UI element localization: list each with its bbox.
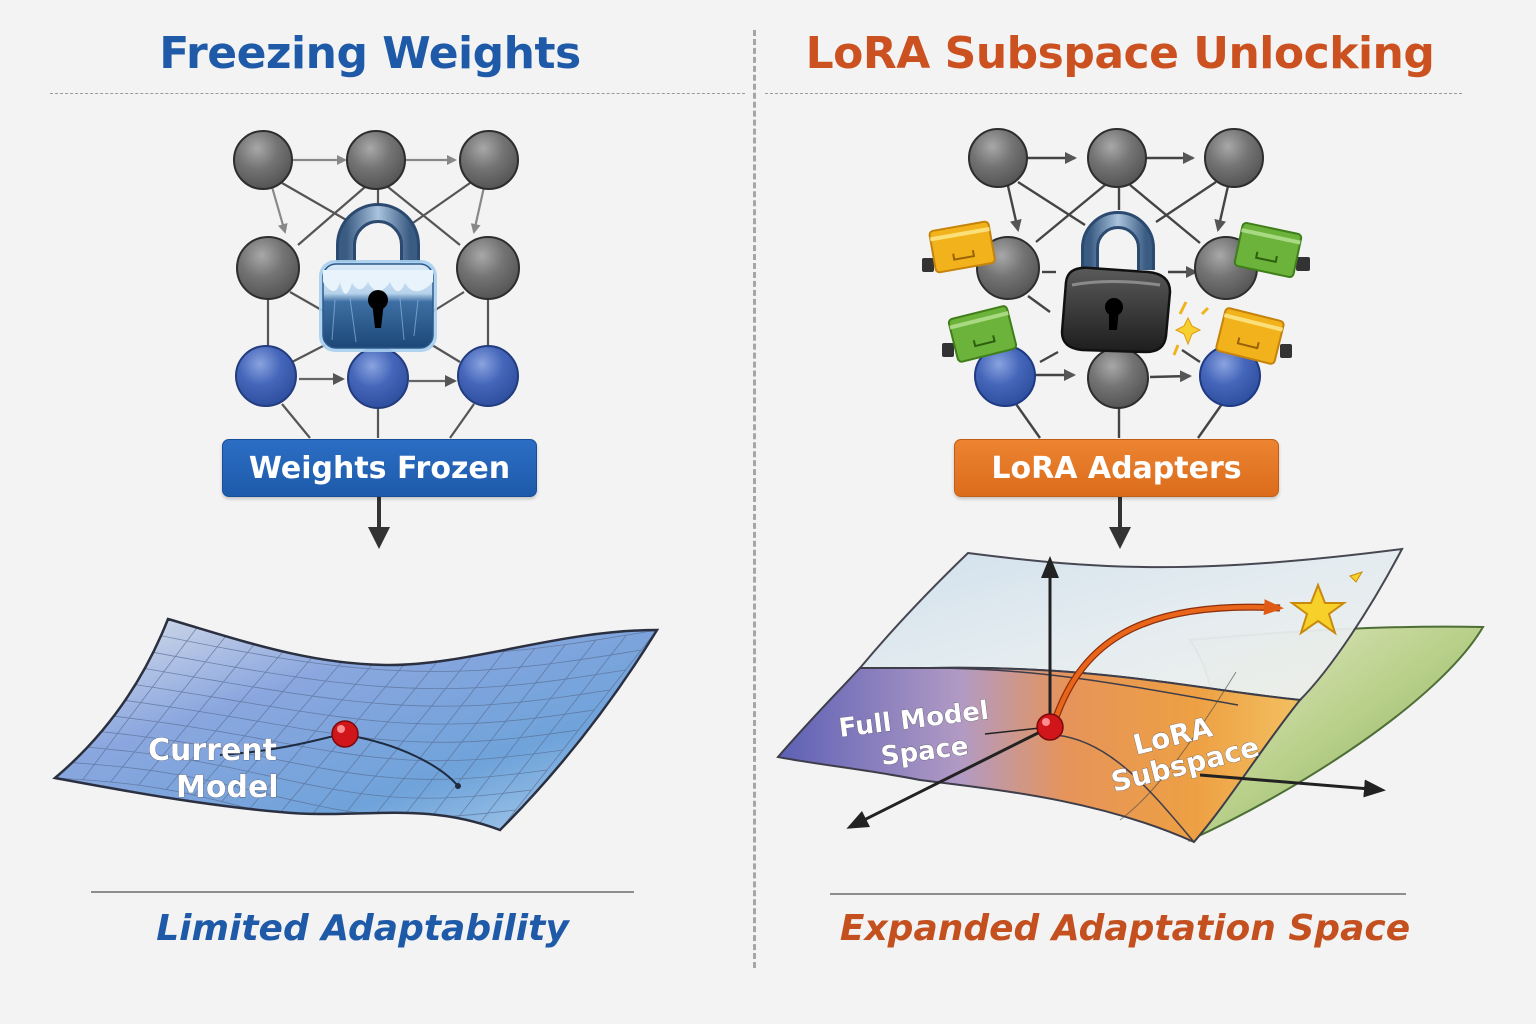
open-padlock-icon	[1060, 211, 1172, 354]
right-panel-caption: Expanded Adaptation Space	[839, 908, 1411, 949]
current-model-label-line2: Model	[176, 770, 279, 805]
neuron-node-icon	[235, 345, 297, 407]
left-gray-nodes	[233, 130, 520, 300]
left-blue-nodes	[235, 345, 519, 409]
neuron-node-icon	[236, 236, 300, 300]
right-down-arrow-icon	[1109, 497, 1131, 549]
right-network-connections	[1006, 152, 1230, 439]
neuron-node-icon	[459, 130, 519, 190]
left-down-arrow-icon	[368, 497, 390, 549]
grid-line	[122, 682, 595, 725]
adapter-block-yellow-top-left	[922, 220, 996, 274]
lora-adapters-label: LoRA Adapters	[954, 439, 1279, 497]
right-panel-title: LoRA Subspace Unlocking	[805, 28, 1435, 79]
trajectory-path	[351, 735, 459, 787]
neuron-node-icon	[1087, 128, 1147, 188]
weights-frozen-label: Weights Frozen	[222, 439, 537, 497]
right-caption-rule	[830, 893, 1406, 895]
neuron-node-icon	[346, 130, 406, 190]
grid-line	[156, 634, 642, 672]
left-panel-title: Freezing Weights	[159, 28, 581, 79]
current-model-label-line1: Current	[148, 733, 277, 768]
full-model-space-lower	[776, 666, 1302, 844]
grid-line	[77, 745, 532, 799]
grid-line	[100, 714, 563, 762]
neuron-node-icon	[1204, 128, 1264, 188]
axis-arrow-icon	[1199, 773, 1386, 798]
right-blue-nodes	[974, 345, 1261, 407]
panel-divider	[753, 30, 756, 968]
left-panel-caption: Limited Adaptability	[156, 908, 569, 949]
axis-arrow-icon	[846, 725, 1051, 829]
left-caption-rule	[91, 891, 634, 893]
sparkle-icon	[1172, 301, 1210, 356]
grid-line	[134, 666, 610, 707]
neuron-node-icon	[457, 345, 519, 407]
right-gray-nodes	[968, 128, 1264, 409]
frozen-padlock-icon	[319, 203, 437, 352]
neuron-node-icon	[968, 128, 1028, 188]
grid-line	[88, 729, 548, 780]
current-model-point	[1036, 713, 1064, 741]
left-network-connections	[266, 155, 490, 439]
adapter-block-yellow-bottom-right	[1215, 307, 1292, 365]
star-icon	[1288, 582, 1348, 636]
left-title-rule	[50, 93, 745, 94]
grid-line	[145, 650, 626, 689]
trajectory-path	[219, 734, 339, 756]
neuron-node-icon	[456, 236, 520, 300]
adapter-block-green-bottom-left	[942, 305, 1018, 363]
adaptation-trajectory	[1052, 599, 1284, 721]
adapter-block-green-top-right	[1233, 221, 1310, 279]
right-title-rule	[765, 93, 1462, 94]
neuron-node-icon	[233, 130, 293, 190]
